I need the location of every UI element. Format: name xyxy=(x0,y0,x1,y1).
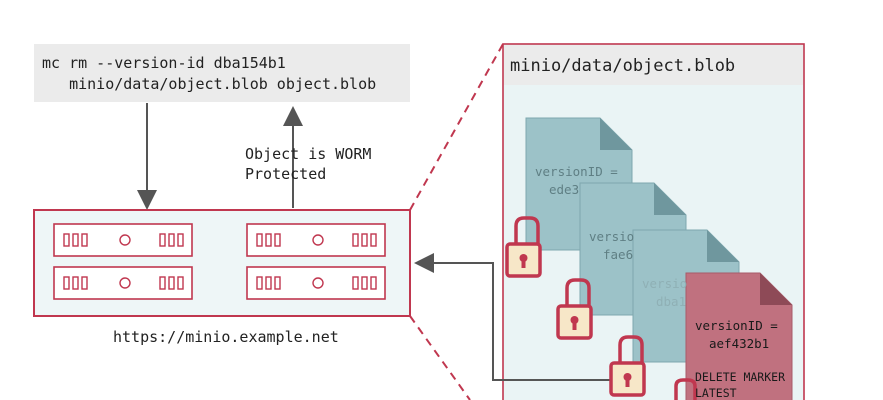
lock-icon xyxy=(674,378,697,400)
version-2-label-line-1: versio xyxy=(589,229,635,244)
bucket-panel-header xyxy=(504,45,803,85)
version-3-label-line-1: versio xyxy=(642,276,688,291)
command-line-2: minio/data/object.blob object.blob xyxy=(42,75,377,93)
version-1-label-line-1: versionID = xyxy=(535,164,618,179)
worm-response-line-2: Protected xyxy=(245,165,327,183)
version-4-label-line-1: versionID = xyxy=(695,318,778,333)
version-doc-4 xyxy=(685,272,793,400)
bucket-title: minio/data/object.blob xyxy=(510,56,736,76)
worm-response-line-1: Object is WORM xyxy=(245,145,372,163)
command-box: mc rm --version-id dba154b1 minio/data/o… xyxy=(34,44,410,102)
latest-label: LATEST xyxy=(695,386,737,400)
server-details xyxy=(63,233,377,290)
command-line-1: mc rm --version-id dba154b1 xyxy=(42,54,286,72)
server-url: https://minio.example.net xyxy=(113,328,339,346)
zoom-line-bottom xyxy=(409,315,471,400)
version-2-label-line-2: fae6 xyxy=(603,247,634,262)
version-3-label-line-2: dba1 xyxy=(656,294,687,309)
delete-marker-label: DELETE MARKER xyxy=(695,370,786,384)
zoom-line-top xyxy=(409,43,504,211)
lock-return-arrow xyxy=(414,253,612,381)
version-1-label-line-2: ede3 xyxy=(549,182,580,197)
version-4-label-line-2: aef432b1 xyxy=(709,336,770,351)
